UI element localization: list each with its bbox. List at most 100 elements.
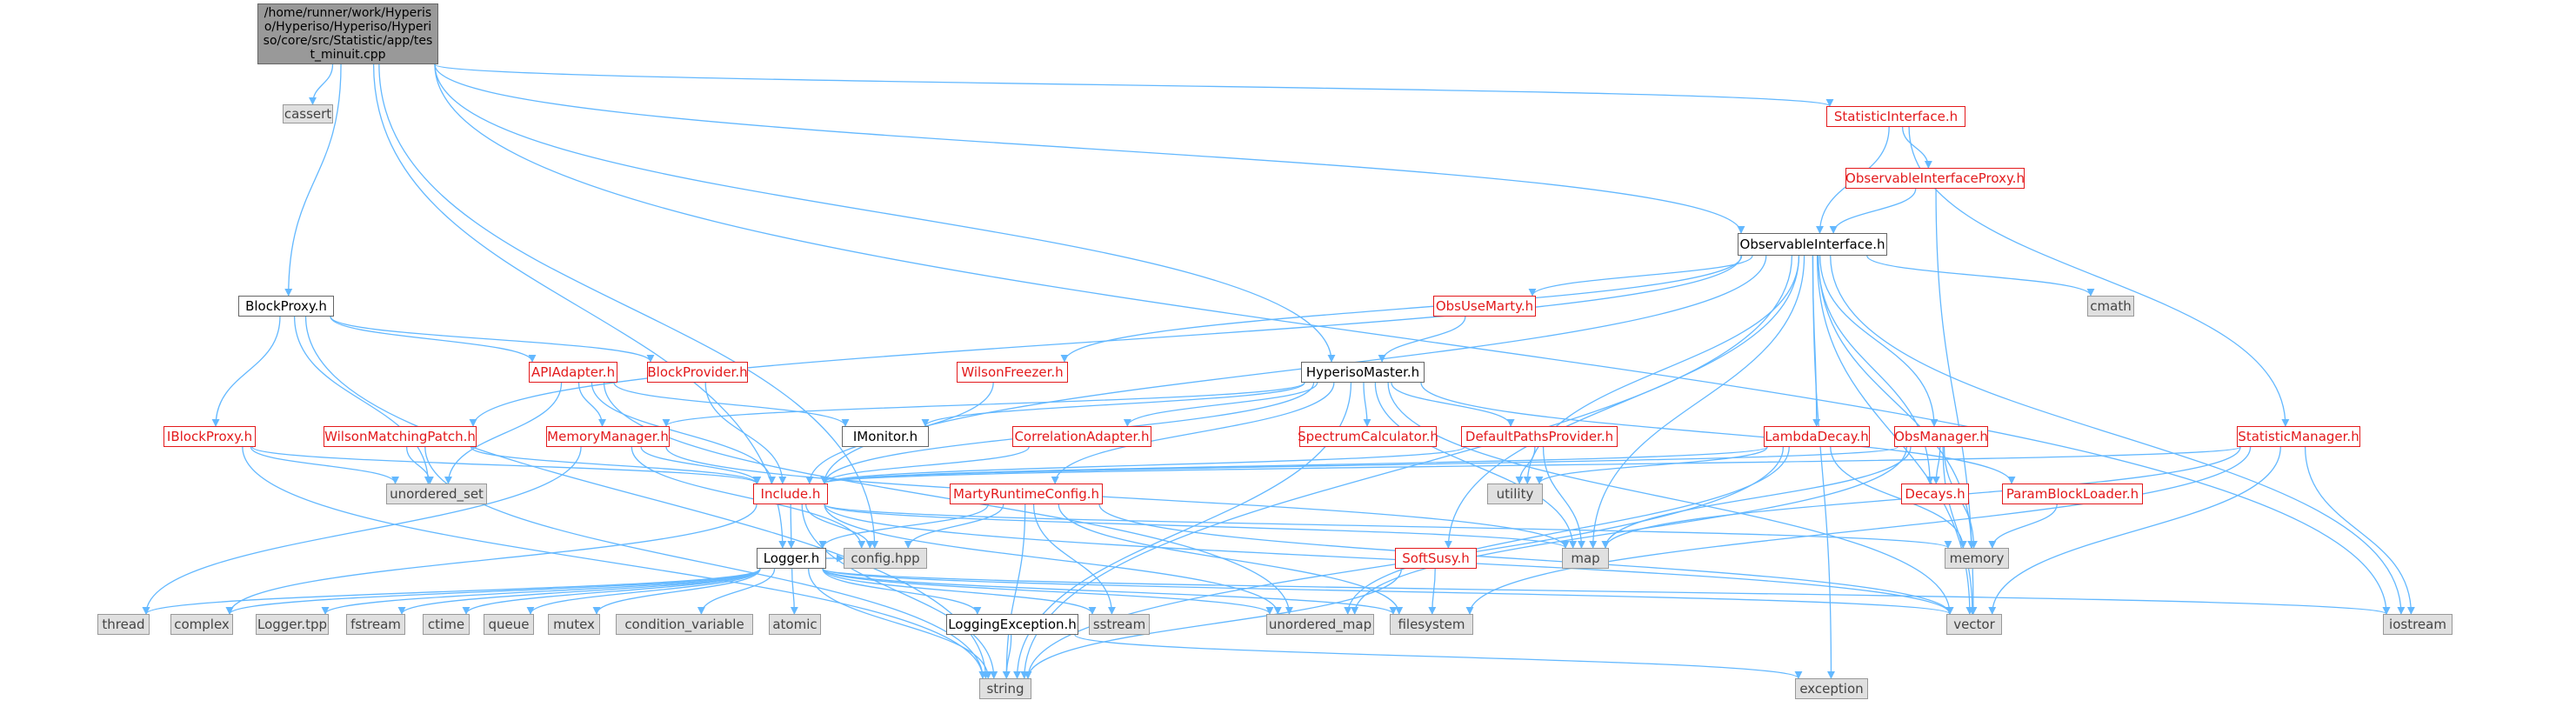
edge-SoftSusy-to-string — [1024, 568, 1403, 679]
node-iostream: iostream — [2383, 614, 2453, 635]
edge-ObservableInterface-to-utility — [1523, 255, 1800, 484]
edge-HyperisoMaster-to-ParamBlockLoader — [1420, 382, 2016, 484]
node-wilsonfreezer[interactable]: WilsonFreezer.h — [957, 362, 1068, 383]
edge-Include-to-memory — [824, 504, 1952, 549]
edge-LoggingException-to-exception — [1074, 634, 1803, 679]
edge-root-to-config_hpp — [378, 63, 879, 549]
edge-ObservableInterface-to-SoftSusy — [1444, 255, 1800, 549]
node-root: /home/runner/work/Hyperiso/Hyperiso/Hype… — [257, 3, 438, 64]
edge-BlockProxy-to-BlockProvider — [330, 316, 655, 363]
edge-Logger-to-fstream — [397, 568, 761, 615]
edge-LoggingException-to-string — [1002, 634, 1012, 679]
edge-LambdaDecay-to-Include — [820, 446, 1768, 484]
node-statisticinterface[interactable]: StatisticInterface.h — [1826, 106, 1965, 127]
edge-MemoryManager-to-thread — [142, 446, 582, 615]
node-decays[interactable]: Decays.h — [1901, 484, 1969, 504]
edge-Logger-to-complex — [225, 568, 761, 615]
edge-APIAdapter-to-Include — [591, 382, 777, 484]
edge-APIAdapter-to-MemoryManager — [577, 382, 607, 427]
node-ctime: ctime — [423, 614, 470, 635]
node-utility: utility — [1487, 484, 1543, 504]
edge-LambdaDecay-to-unordered_map — [1344, 446, 1790, 615]
node-unordered-set: unordered_set — [386, 484, 487, 504]
node-paramblockloader[interactable]: ParamBlockLoader.h — [2002, 484, 2143, 504]
node-blockproxy[interactable]: BlockProxy.h — [238, 296, 334, 317]
edge-HyperisoMaster-to-IMonitor — [921, 382, 1305, 427]
edge-Include-to-unordered_map — [824, 504, 1282, 615]
node-filesystem: filesystem — [1390, 614, 1473, 635]
edge-HyperisoMaster-to-CorrelationAdapter — [1123, 382, 1318, 427]
node-wilsonmatchingpatch[interactable]: WilsonMatchingPatch.h — [324, 426, 477, 447]
edge-Logger-to-filesystem — [822, 568, 1398, 615]
node-apiadapter[interactable]: APIAdapter.h — [529, 362, 617, 383]
edge-ObservableInterface-to-cmath — [1866, 255, 2095, 297]
node-fstream: fstream — [346, 614, 405, 635]
edge-root-to-ObservableInterface — [434, 63, 1745, 234]
edge-StatisticManager-to-Include — [821, 446, 2241, 484]
edge-BlockProvider-to-Include — [704, 382, 787, 484]
node-condition-variable: condition_variable — [616, 614, 753, 635]
edge-ObservableInterface-to-map — [1589, 255, 1805, 549]
edge-ObsManager-to-Decays — [1932, 446, 1941, 484]
edge-StatisticManager-to-iostream — [2304, 446, 2415, 615]
edge-Logger-to-iostream — [822, 568, 2390, 615]
node-sstream: sstream — [1089, 614, 1150, 635]
node-config-hpp: config.hpp — [844, 548, 927, 569]
node-obsmanager[interactable]: ObsManager.h — [1894, 426, 1988, 447]
edge-ObservableInterface-to-iostream — [1830, 255, 2406, 615]
node-observableinterface[interactable]: ObservableInterface.h — [1738, 233, 1887, 256]
edge-IBlockProxy-to-Include — [251, 446, 761, 484]
node-observableinterfaceproxy[interactable]: ObservableInterfaceProxy.h — [1845, 168, 2025, 189]
node-memorymanager[interactable]: MemoryManager.h — [546, 426, 670, 447]
edge-LambdaDecay-to-memory — [1830, 446, 1967, 549]
node-statisticmanager[interactable]: StatisticManager.h — [2237, 426, 2360, 447]
edge-ObservableInterface-to-WilsonFreezer — [1060, 255, 1743, 363]
node-hyperisomaster[interactable]: HyperisoMaster.h — [1301, 362, 1425, 383]
node-imonitor[interactable]: IMonitor.h — [842, 426, 929, 447]
edge-MartyRuntimeConfig-to-string — [1002, 504, 1026, 679]
edge-ObservableInterface-to-ObsManager — [1819, 255, 1939, 427]
node-include[interactable]: Include.h — [753, 484, 828, 504]
node-loggingexception[interactable]: LoggingException.h — [946, 614, 1078, 635]
edge-Logger-to-condition_variable — [697, 568, 776, 615]
node-obsusemarty[interactable]: ObsUseMarty.h — [1433, 296, 1536, 317]
edge-APIAdapter-to-IMonitor — [613, 382, 850, 427]
edge-Logger-to-unordered_map — [822, 568, 1274, 615]
node-lambdadecay[interactable]: LambdaDecay.h — [1764, 426, 1870, 447]
edge-ObservableInterface-to-Decays — [1817, 255, 1934, 484]
edge-BlockProxy-to-string — [304, 316, 990, 679]
edge-MartyRuntimeConfig-to-config_hpp — [904, 504, 1004, 549]
node-memory: memory — [1945, 548, 2009, 569]
node-softsusy[interactable]: SoftSusy.h — [1395, 548, 1477, 569]
node-spectrumcalculator[interactable]: SpectrumCalculator.h — [1298, 426, 1438, 447]
node-blockprovider[interactable]: BlockProvider.h — [647, 362, 748, 383]
node-unordered-map: unordered_map — [1266, 614, 1374, 635]
node-string: string — [979, 678, 1031, 699]
edge-StatisticManager-to-filesystem — [1465, 446, 2252, 615]
node-martyruntimeconfig[interactable]: MartyRuntimeConfig.h — [950, 484, 1103, 504]
edge-HyperisoMaster-to-SpectrumCalculator — [1363, 382, 1371, 427]
edge-BlockProxy-to-unordered_set — [293, 316, 432, 484]
edge-Logger-to-queue — [526, 568, 761, 615]
edge-root-to-iostream — [434, 63, 2391, 615]
edge-Include-to-vector — [824, 504, 1954, 615]
node-defaultpathsprovider[interactable]: DefaultPathsProvider.h — [1461, 426, 1618, 447]
node-iblockproxy[interactable]: IBlockProxy.h — [164, 426, 256, 447]
node-correlationadapter[interactable]: CorrelationAdapter.h — [1012, 426, 1151, 447]
edge-APIAdapter-to-unordered_set — [444, 382, 563, 484]
edge-ObservableInterfaceProxy-to-ObservableInterface — [1829, 188, 1917, 234]
node-vector: vector — [1946, 614, 2002, 635]
edge-MartyRuntimeConfig-to-vector — [1098, 504, 1954, 615]
edge-CorrelationAdapter-to-Include — [820, 446, 1030, 484]
edge-Include-to-complex — [225, 504, 757, 615]
edge-HyperisoMaster-to-DefaultPathsProvider — [1391, 382, 1515, 427]
edge-MartyRuntimeConfig-to-Logger — [818, 504, 989, 549]
edge-StatisticInterface-to-ObservableInterfaceProxy — [1901, 126, 1932, 169]
edge-StatisticManager-to-vector — [1988, 446, 2281, 615]
edge-MartyRuntimeConfig-to-sstream — [1032, 504, 1116, 615]
node-atomic: atomic — [769, 614, 821, 635]
node-logger[interactable]: Logger.h — [757, 548, 826, 569]
node-complex: complex — [170, 614, 233, 635]
edge-ParamBlockLoader-to-memory — [1988, 504, 2058, 549]
